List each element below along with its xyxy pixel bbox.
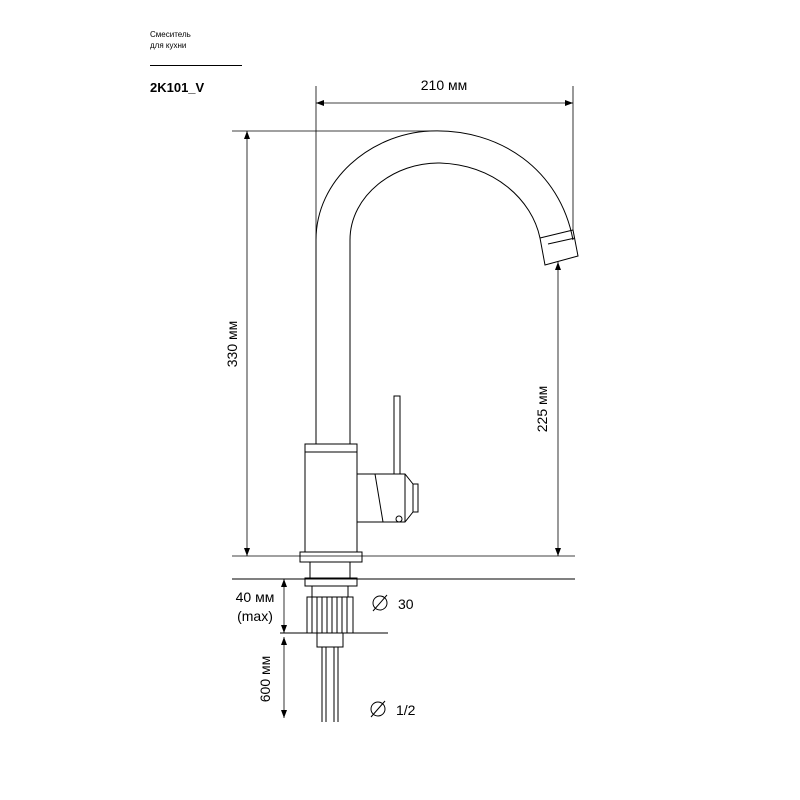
model-code: 2K101_V	[150, 80, 205, 95]
spout-height-dimension-label: 225 мм	[534, 386, 550, 433]
faucet-body	[304, 443, 358, 553]
hose-connector	[316, 632, 344, 648]
hose-length-dimension-label: 600 мм	[257, 656, 273, 703]
mounting-shank	[309, 561, 351, 579]
mount-diameter-label: 30	[398, 596, 414, 612]
diameter-symbol-half-inch	[370, 701, 386, 717]
lever-housing	[356, 473, 419, 523]
aerator-tip	[539, 229, 579, 266]
counter-thickness-max-note: (max)	[237, 608, 273, 624]
header-divider	[150, 65, 242, 66]
total-height-dimension-label: 330 мм	[224, 321, 240, 368]
product-type-line2: для кухни	[150, 41, 187, 50]
reach-dimension-label: 210 мм	[421, 77, 468, 93]
diameter-symbol-30	[372, 595, 388, 611]
mounting-nut	[306, 596, 354, 634]
lever-stem	[393, 395, 401, 475]
hose-connection-label: 1/2	[396, 702, 416, 718]
base-flange	[299, 551, 363, 563]
product-type-line1: Смеситель	[150, 30, 191, 39]
counter-thickness-label: 40 мм	[236, 589, 275, 605]
spout-inner-contour	[349, 162, 541, 444]
